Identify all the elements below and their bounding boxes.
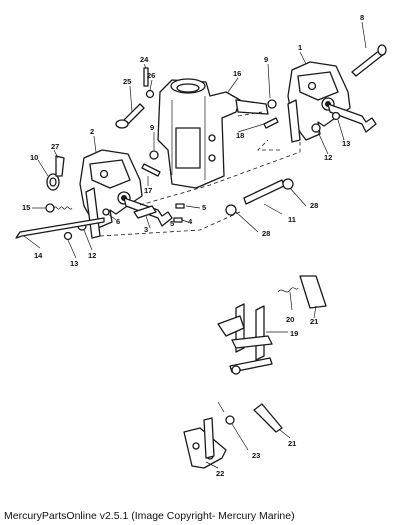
callout-25: 25: [123, 77, 131, 86]
callout-12-left: 12: [88, 251, 96, 260]
nut-26: [145, 89, 155, 99]
right-clamp-bracket: [287, 61, 377, 143]
pin-18: [263, 117, 279, 129]
callout-18: 18: [236, 131, 244, 140]
callout-labels: 8 1 9 16 24 26 25 9 18 2 27 10 15 14 13 …: [22, 13, 364, 478]
left-clamp-bracket: [79, 149, 173, 239]
shaft-21-upper: [299, 275, 327, 309]
callout-28-right: 28: [310, 201, 318, 210]
assembly-lines: [99, 111, 301, 237]
spring-20: [277, 287, 299, 293]
tilt-tube-11: [225, 178, 294, 216]
callout-9-left: 9: [150, 123, 154, 132]
bolt-25: [115, 103, 145, 129]
pin-17: [141, 163, 161, 177]
callout-24: 24: [140, 55, 149, 64]
bracket-27: [55, 155, 65, 177]
spring-23: [217, 401, 235, 425]
bushing-3: [133, 205, 157, 219]
swivel-bracket: [157, 78, 269, 189]
callout-21-upper: 21: [310, 317, 318, 326]
washer-9-left: [149, 150, 159, 160]
callout-27: 27: [51, 142, 59, 151]
callout-1: 1: [298, 43, 302, 52]
callout-20: 20: [286, 315, 294, 324]
washer-12-right: [311, 123, 321, 133]
rod-14: [15, 217, 105, 239]
bracket-22: [183, 417, 227, 469]
shaft-21-lower: [253, 403, 283, 433]
callout-5-lower: 5: [170, 219, 174, 228]
callout-6: 6: [116, 217, 120, 226]
callout-11: 11: [288, 215, 296, 224]
footer-copyright: MercuryPartsOnline v2.5.1 (Image Copyrig…: [4, 510, 295, 522]
callout-12-right: 12: [324, 153, 332, 162]
leader-lines: [23, 21, 367, 469]
pin-5-b: [173, 217, 183, 223]
callout-3: 3: [144, 225, 148, 234]
callout-17: 17: [144, 186, 152, 195]
nut-13-left: [63, 231, 73, 241]
callout-26: 26: [147, 71, 155, 80]
nut-13-right: [331, 111, 341, 121]
callout-28-left: 28: [262, 229, 270, 238]
callout-13-left: 13: [70, 259, 78, 268]
callout-2: 2: [90, 127, 94, 136]
bolt-8: [351, 44, 387, 77]
callout-23: 23: [252, 451, 260, 460]
callout-14: 14: [34, 251, 43, 260]
callout-22: 22: [216, 469, 224, 478]
callout-15: 15: [22, 203, 30, 212]
lever-assembly-19: [217, 303, 273, 375]
callout-13-right: 13: [342, 139, 350, 148]
callout-10: 10: [30, 153, 38, 162]
callout-8: 8: [360, 13, 364, 22]
callout-16: 16: [233, 69, 241, 78]
bolt-24: [143, 67, 149, 87]
callout-5-upper: 5: [202, 203, 206, 212]
callout-4: 4: [188, 217, 193, 226]
callout-19: 19: [290, 329, 298, 338]
pin-5-a: [175, 203, 185, 209]
washer-9-right: [267, 99, 277, 109]
washer-6: [102, 208, 110, 216]
callout-9: 9: [264, 55, 268, 64]
callout-21-lower: 21: [288, 439, 296, 448]
spring-15: [45, 203, 73, 213]
